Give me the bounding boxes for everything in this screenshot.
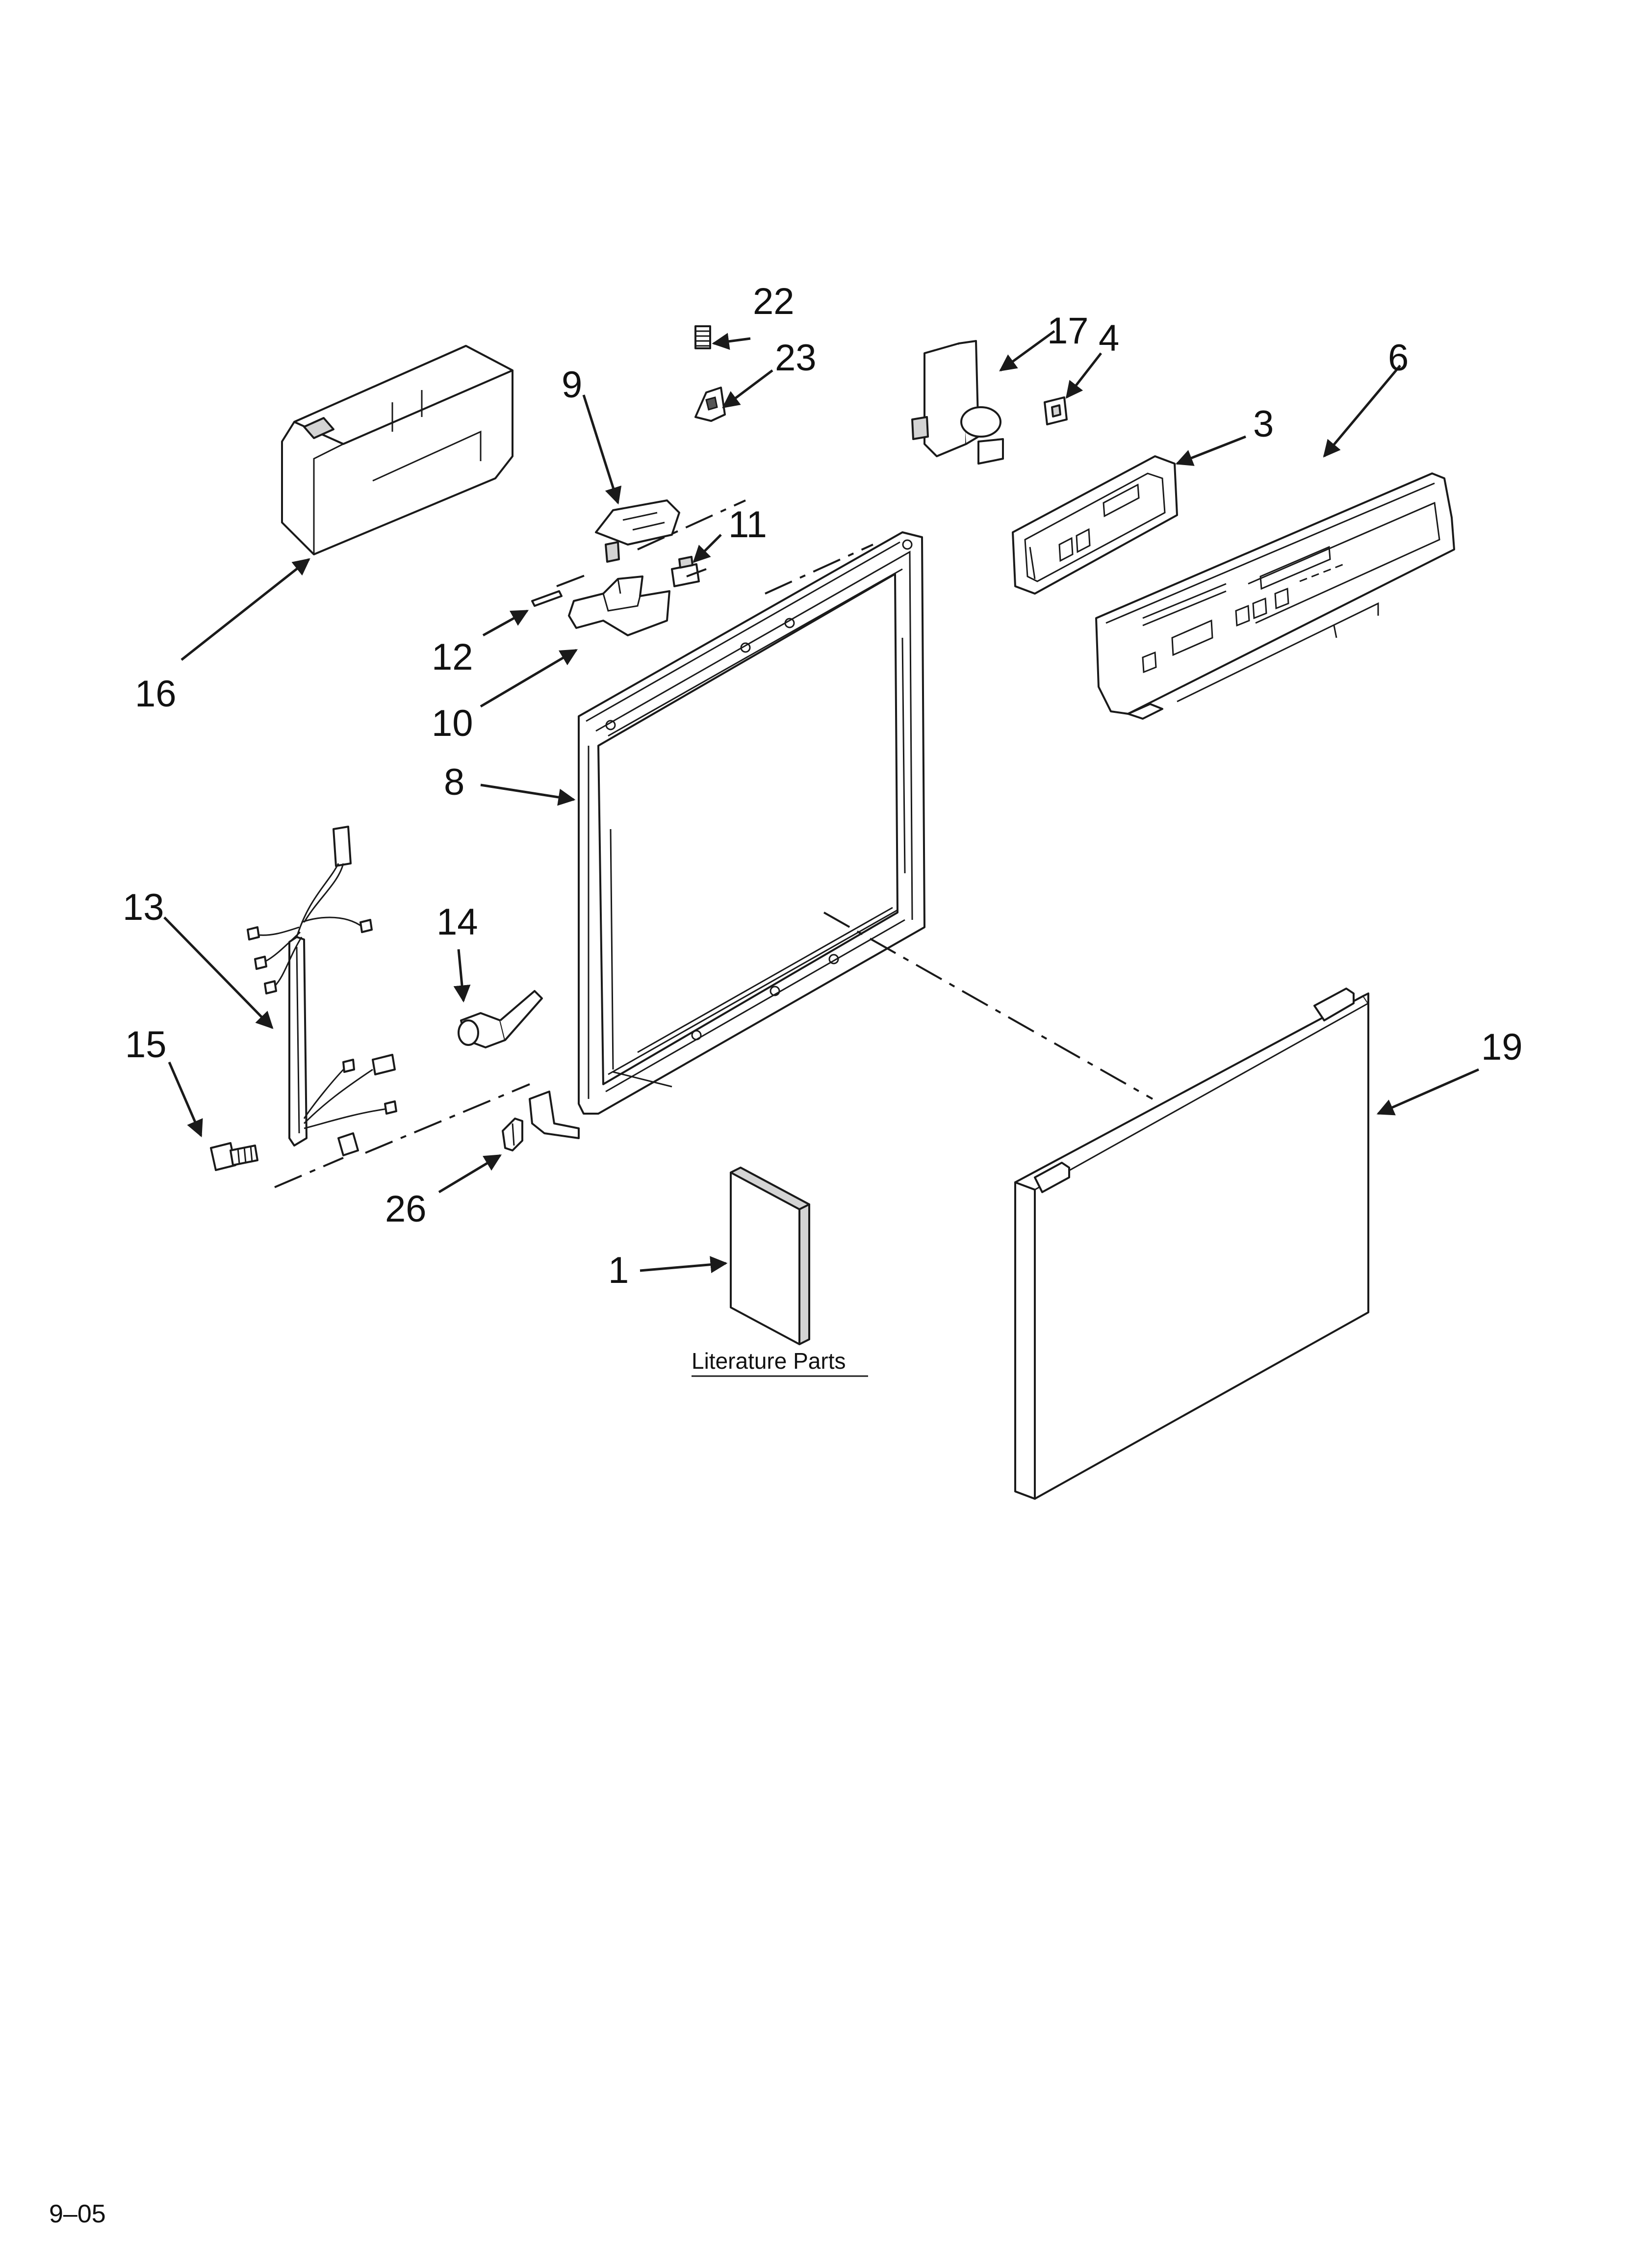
part-19-door-panel [1014, 988, 1369, 1500]
callout-4: 4 [1099, 317, 1119, 359]
callout-10: 10 [432, 703, 473, 744]
part-26-clip [502, 1118, 523, 1151]
part-17-selector [911, 340, 1004, 465]
part-12-pin [531, 590, 563, 607]
part-14-fitting [458, 990, 543, 1048]
callout-19: 19 [1481, 1026, 1523, 1068]
part-10-bracket [568, 575, 670, 636]
callout-8: 8 [444, 761, 464, 803]
callout-3: 3 [1253, 403, 1274, 445]
callout-9: 9 [562, 364, 582, 406]
part-6-control-panel [1095, 472, 1455, 720]
leader-arrows [163, 330, 1480, 1274]
part-4-connector [1044, 396, 1068, 425]
part-22-spring [694, 325, 711, 349]
callout-13: 13 [123, 886, 164, 928]
part-15-screw [210, 1142, 258, 1171]
part-11-switch [671, 556, 700, 587]
callout-14: 14 [436, 901, 478, 943]
assembly-lines [274, 499, 1153, 1188]
part-8-door-frame [529, 531, 925, 1139]
part-23-clip [694, 387, 726, 422]
callout-26: 26 [385, 1188, 427, 1230]
footer-revision-code: 9–05 [49, 2200, 106, 2228]
literature-caption: Literature Parts [692, 1348, 868, 1377]
callout-17: 17 [1047, 310, 1089, 352]
callout-16: 16 [135, 673, 177, 715]
callout-23: 23 [775, 337, 817, 379]
part-3-control-board [1012, 455, 1178, 595]
part-1-literature [730, 1167, 810, 1345]
callout-1: 1 [608, 1250, 629, 1291]
part-9-latch [595, 499, 680, 563]
callout-15: 15 [125, 1024, 167, 1066]
callout-11: 11 [728, 504, 767, 546]
part-13-wire-harness [247, 826, 397, 1156]
callout-6: 6 [1388, 337, 1409, 379]
callout-22: 22 [753, 281, 795, 322]
callout-12: 12 [432, 636, 473, 678]
part-16-shield [281, 345, 513, 555]
callout-labels: 22 23 17 4 6 9 3 11 16 12 10 8 13 14 15 … [123, 281, 1523, 1291]
literature-caption-text: Literature Parts [692, 1348, 846, 1374]
